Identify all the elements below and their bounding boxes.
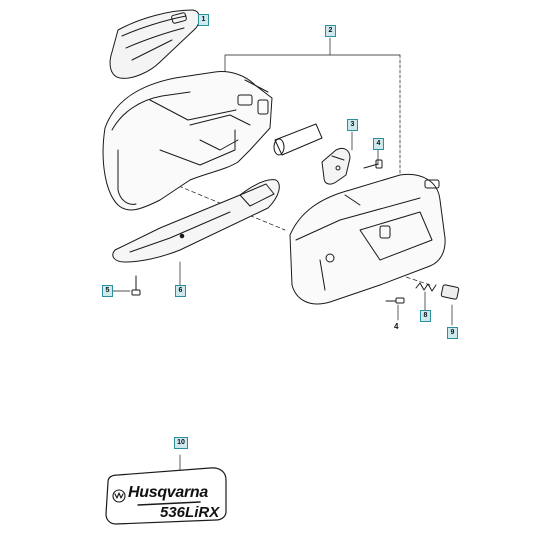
decal-brand-text: Husqvarna — [128, 484, 208, 501]
part-8-spring — [415, 282, 437, 292]
callout-2: 2 — [325, 25, 336, 37]
right-housing — [289, 173, 446, 305]
callout-10: 10 — [174, 437, 188, 449]
husqvarna-crown-logo — [112, 489, 126, 503]
callout-5: 5 — [102, 285, 113, 297]
label-4: 4 — [394, 322, 399, 331]
part-5-screw — [131, 275, 141, 296]
part-2-upper-housing — [102, 71, 273, 211]
part-3-bracket — [321, 147, 351, 185]
callout-3: 3 — [347, 119, 358, 131]
callout-8: 8 — [420, 310, 431, 322]
decal-model-text: 536LiRX — [160, 504, 220, 521]
callout-9: 9 — [447, 327, 458, 339]
tube-connector — [273, 123, 323, 156]
part-9-button — [440, 284, 460, 300]
part-1-handle-grip — [109, 9, 200, 79]
part-10-decal — [105, 467, 227, 525]
part-4-screw — [363, 159, 383, 169]
callout-4: 4 — [373, 138, 384, 150]
part-6-bottom-plate — [112, 179, 280, 263]
part-4b-screw — [385, 297, 405, 304]
callout-6: 6 — [175, 285, 186, 297]
callout-1: 1 — [198, 14, 209, 26]
